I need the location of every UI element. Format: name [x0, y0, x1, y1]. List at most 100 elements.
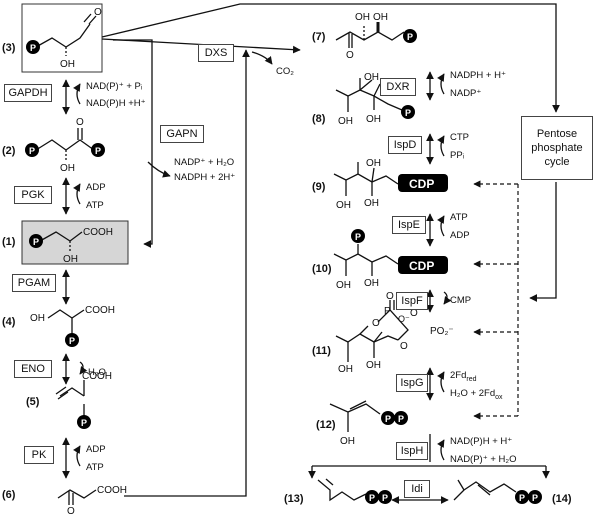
- phosphate-label: P: [382, 493, 388, 503]
- compound-12-structure: [329, 400, 381, 432]
- enzyme-ispg: IspG: [396, 374, 428, 392]
- dxs-feed-arrows: [101, 3, 560, 497]
- enzyme-dxs: DXS: [198, 44, 234, 62]
- cofactor-pgk-top: ADP: [86, 182, 106, 193]
- phosphate-label: P: [405, 108, 411, 118]
- phosphate-icon: [401, 105, 415, 119]
- phosphate-label: P: [385, 414, 391, 424]
- enzyme-ispf: IspF: [396, 292, 428, 310]
- pentose-line-1: Pentose: [536, 128, 578, 140]
- compound-13-structure: [317, 478, 367, 502]
- pentose-line-2: phosphate: [531, 142, 583, 154]
- cofactor-dxr-bottom: NADP⁺: [450, 88, 481, 99]
- enzyme-eno: ENO: [14, 360, 52, 378]
- pentose-phosphate-cycle-box: Pentose phosphate cycle: [521, 116, 593, 180]
- atom-o: O: [410, 308, 418, 319]
- phosphate-icon: [515, 490, 529, 504]
- compound-2-structure: [35, 128, 95, 160]
- cofactor-gapn-top: NADP⁺ + H₂O: [174, 157, 234, 168]
- phosphate-label: P: [398, 414, 404, 424]
- atom-oh: OH: [373, 12, 388, 23]
- phosphate-icon: [77, 415, 91, 429]
- cofactor-ispd-bottom: PPᵢ: [450, 150, 465, 161]
- compound-4-structure: [47, 309, 85, 334]
- phosphate-label: P: [33, 237, 39, 247]
- phosphate-icon: [378, 490, 392, 504]
- cofactor-pk-bottom: ATP: [86, 462, 104, 473]
- atom-o: O: [67, 506, 75, 516]
- cofactor-isph-top: NAD(P)H + H⁺: [450, 436, 512, 447]
- cdp-badge: [398, 174, 448, 192]
- compound-10-structure: [333, 244, 399, 276]
- atom-o: O: [94, 7, 102, 18]
- phosphate-label: P: [29, 146, 35, 156]
- cofactor-ispg-top: 2Fdred: [450, 370, 477, 383]
- enzyme-pk: PK: [24, 446, 54, 464]
- atom-o-minus: O⁻: [398, 314, 410, 324]
- enzyme-gapn: GAPN: [160, 125, 204, 143]
- atom-oh: OH: [60, 163, 75, 174]
- atom-oh: OH: [338, 364, 353, 375]
- cofactor-gapdh-top: NAD(P)⁺ + Pᵢ: [86, 81, 143, 92]
- atom-o: O: [346, 50, 354, 61]
- enzyme-isph: IspH: [396, 442, 428, 460]
- cofactor-ispg-bottom: H₂O + 2Fdox: [450, 388, 503, 401]
- compound-number: (7): [312, 31, 326, 43]
- cofactor-isph-bottom: NAD(P)⁺ + H₂O: [450, 454, 517, 465]
- cofactor-gapdh-bottom: NAD(P)H +H⁺: [86, 98, 146, 109]
- compound-1-structure: [39, 231, 83, 251]
- phosphate-icon: [381, 411, 395, 425]
- atom-oh: OH: [366, 114, 381, 125]
- compound-number: (10): [312, 263, 332, 275]
- enzyme-pgam: PGAM: [12, 274, 56, 292]
- cofactor-ispd-top: CTP: [450, 132, 469, 143]
- enzyme-gapdh: GAPDH: [4, 84, 52, 102]
- atom-oh: OH: [366, 158, 381, 169]
- compound-number: (14): [552, 493, 572, 505]
- atom-po2: PO₂⁻: [430, 326, 454, 337]
- cdp-label: CDP: [409, 177, 434, 191]
- atom-oh: OH: [338, 116, 353, 127]
- atom-oh: OH: [364, 72, 379, 83]
- enzyme-idi: Idi: [404, 480, 430, 498]
- compound-numbers: (3) (2) (1) (4) (5) (6) (7) (8) (9) (10)…: [2, 31, 572, 505]
- cofactor-ispe-bottom: ADP: [450, 230, 470, 241]
- phosphate-label: P: [69, 336, 75, 346]
- compound-8-structure: [335, 78, 403, 112]
- cofactor-ispf: CMP: [450, 295, 471, 306]
- cofactor-pk-top: ADP: [86, 444, 106, 455]
- compound-9-structure: [333, 162, 399, 196]
- phosphate-icon: [25, 143, 39, 157]
- atom-oh: OH: [364, 278, 379, 289]
- pentose-dashed-arrows: [473, 180, 519, 420]
- atom-oh: OH: [63, 254, 78, 265]
- phosphate-icon: [351, 229, 365, 243]
- phosphate-icon: [403, 29, 417, 43]
- atom-cooh: COOH: [85, 305, 115, 316]
- compound-number: (12): [316, 419, 336, 431]
- cdp-badge: [398, 256, 448, 274]
- cofactor-ispe-top: ATP: [450, 212, 468, 223]
- phosphate-label: P: [355, 232, 361, 242]
- atom-oh: OH: [336, 280, 351, 291]
- atom-oh: OH: [340, 436, 355, 447]
- phosphate-label: P: [369, 493, 375, 503]
- atom-oh: OH: [336, 200, 351, 211]
- phosphate-label: P: [519, 493, 525, 503]
- compound-5-structure: [55, 380, 85, 416]
- atom-o: O: [400, 341, 408, 352]
- compound-number: (1): [2, 236, 16, 248]
- phosphate-label: P: [95, 146, 101, 156]
- compound-number: (8): [312, 113, 326, 125]
- phosphate-icon: [65, 333, 79, 347]
- compound-number: (9): [312, 181, 326, 193]
- cofactor-eno: H₂O: [88, 367, 106, 378]
- compound-number: (5): [26, 396, 40, 408]
- phosphate-icon: [365, 490, 379, 504]
- compound-number: (3): [2, 42, 16, 54]
- atom-o: O: [372, 318, 380, 329]
- mep-arrows: [308, 71, 550, 504]
- cofactor-dxr-top: NADPH + H⁺: [450, 70, 506, 81]
